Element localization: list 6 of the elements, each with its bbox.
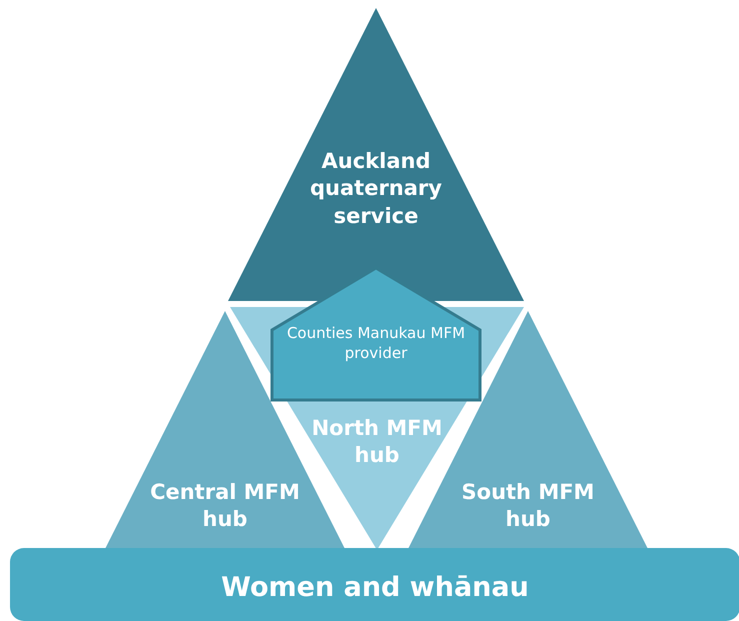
node-label: South MFM hub xyxy=(460,479,596,534)
node-label: North MFM hub xyxy=(310,415,444,470)
node-label: Counties Manukau MFM provider xyxy=(286,324,466,363)
node-label: Women and whānau xyxy=(220,571,530,605)
node-label: Central MFM hub xyxy=(150,479,300,534)
node-label: Auckland quaternary service xyxy=(309,148,443,230)
